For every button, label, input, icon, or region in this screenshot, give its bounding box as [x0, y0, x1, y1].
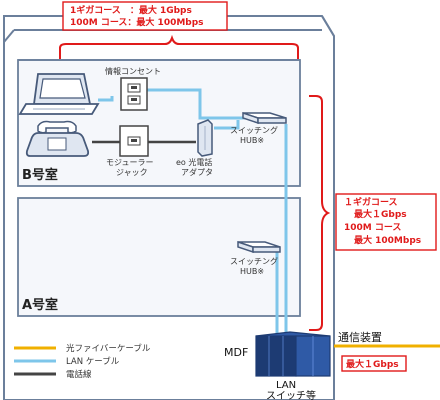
lan-cable-eo-switch-b: [214, 120, 240, 130]
legend-lan-label: LAN ケーブル: [66, 356, 120, 367]
side-spec-line1: １ギガコース: [344, 196, 398, 208]
eo-adapter-icon: [197, 119, 213, 157]
switch-a-label-line2: HUB※: [240, 267, 264, 276]
eo-adapter-label-line2: アダプタ: [181, 167, 213, 177]
lan-switch-label-line2: スイッチ等: [266, 389, 316, 400]
room-b-label: B号室: [22, 167, 58, 183]
building-top-right-edge: [321, 15, 335, 37]
lan-cable-laptop-outlet: [98, 96, 114, 102]
info-outlet-label: 情報コンセント: [105, 66, 161, 76]
info-outlet-icon: [120, 77, 148, 111]
bottom-speed-text: 最大１Gbps: [346, 358, 399, 370]
building-top-left-edge: [3, 29, 15, 43]
room-a-label: A号室: [22, 297, 58, 313]
modular-jack-label-line1: モジューラー: [106, 158, 153, 167]
laptop-icon: [18, 73, 100, 115]
comm-device-label: 通信装置: [338, 331, 382, 344]
switch-a-label-line1: スイッチング: [230, 256, 278, 266]
side-spec-line4: 最大 100Mbps: [354, 234, 421, 246]
lan-cable-outlet-switch-b: [147, 88, 247, 120]
bottom-speed-box: [341, 355, 407, 372]
right-brace: [309, 95, 331, 331]
mdf-rack-icon: [255, 331, 331, 377]
eo-adapter-label-line1: eo 光電話: [176, 157, 212, 167]
legend-phone-label: 電話線: [66, 369, 92, 380]
lan-switch-label-line1: LAN: [276, 380, 296, 391]
switch-b-icon: [242, 111, 287, 125]
modular-jack-icon: [119, 125, 149, 157]
modular-jack-label-line2: ジャック: [116, 168, 148, 177]
header-spec-box: [62, 1, 228, 31]
switch-b-label-line1: スイッチング: [230, 125, 278, 135]
top-brace: [59, 34, 299, 59]
mdf-label: MDF: [224, 346, 248, 359]
header-spec-line1: 1ギガコース ：最大 1Gbps: [70, 4, 192, 16]
side-spec-box: [335, 193, 437, 251]
header-spec-line2: 100M コース：最大 100Mbps: [70, 16, 204, 28]
side-spec-line3: 100M コース: [344, 222, 401, 233]
legend-fiber-label: 光ファイバーケーブル: [66, 343, 151, 354]
legend: 光ファイバーケーブル LAN ケーブル 電話線: [14, 343, 151, 380]
floor-a-room: [17, 197, 301, 317]
side-spec-line2: 最大１Gbps: [354, 208, 407, 220]
telephone-icon: [25, 120, 90, 157]
switch-b-label-line2: HUB※: [240, 136, 264, 145]
switch-a-icon: [237, 240, 281, 254]
